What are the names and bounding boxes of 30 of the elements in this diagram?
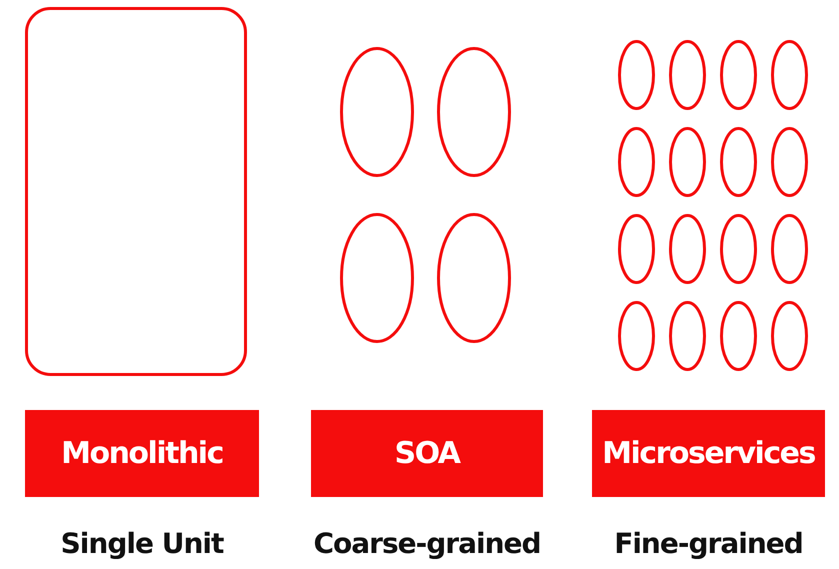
service-circle: [618, 127, 655, 197]
service-circle: [618, 40, 655, 110]
empty-rounded-box: [25, 7, 247, 376]
node-label: Single Unit: [60, 527, 225, 560]
node-label: Coarse-grained: [312, 527, 542, 560]
service-circle: [669, 214, 706, 284]
service-circle: [437, 47, 511, 177]
bar-title: Microservices: [602, 436, 815, 471]
service-circle: [618, 301, 655, 371]
service-circle: [669, 301, 706, 371]
bar-title: SOA: [394, 436, 460, 471]
service-circle: [720, 301, 757, 371]
service-circle: [720, 127, 757, 197]
service-circle: [340, 47, 414, 177]
service-circle: [720, 214, 757, 284]
service-circle: [771, 214, 808, 284]
label-bar: [25, 410, 259, 497]
service-circle: [669, 127, 706, 197]
bar-title: Monolithic: [61, 436, 223, 471]
service-circle: [340, 213, 414, 343]
node-label: Fine-grained: [613, 527, 804, 560]
service-circle: [771, 127, 808, 197]
service-circle: [771, 40, 808, 110]
service-circle: [771, 301, 808, 371]
service-circle: [437, 213, 511, 343]
service-circle: [669, 40, 706, 110]
label-bar: [311, 410, 543, 497]
service-circle: [618, 214, 655, 284]
service-circle: [720, 40, 757, 110]
label-bar: [592, 410, 825, 497]
